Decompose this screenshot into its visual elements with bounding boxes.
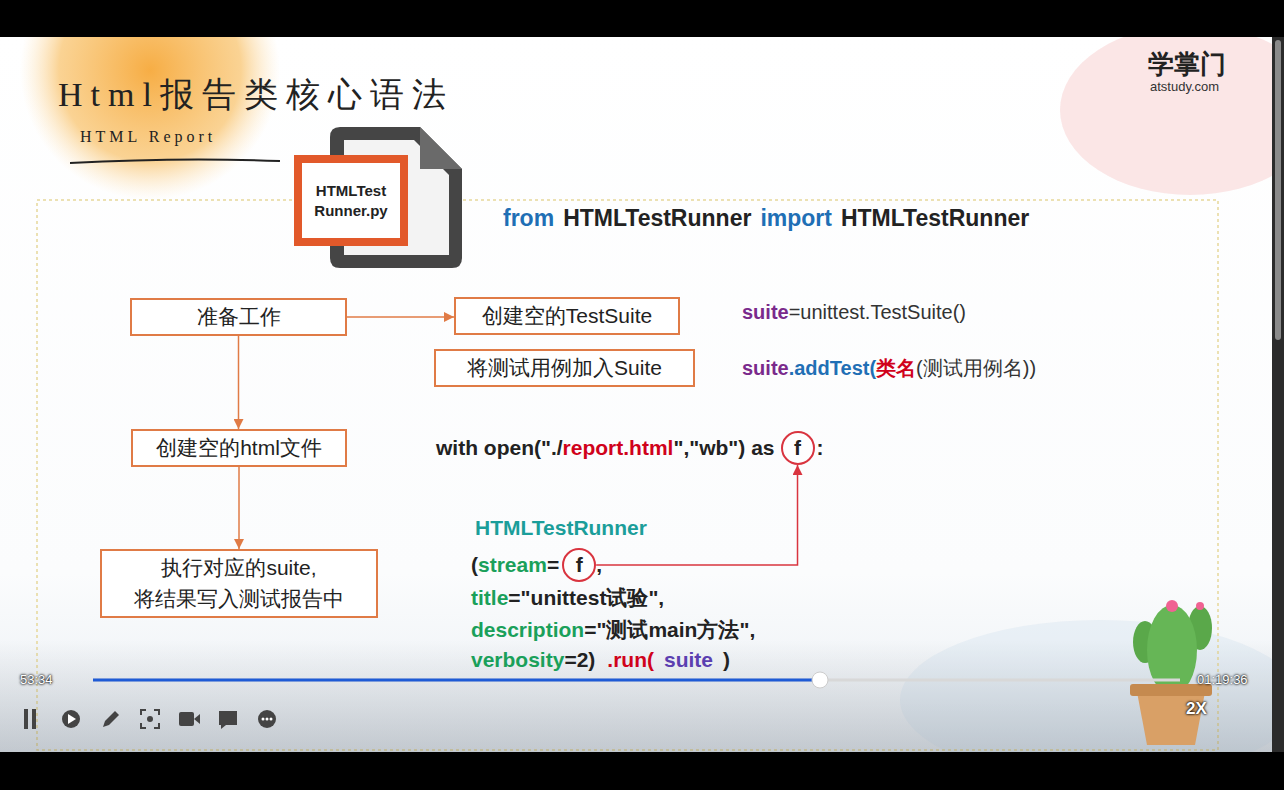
- code-token: =unittest.TestSuite(): [789, 301, 966, 324]
- process-box: 创建空的TestSuite: [454, 297, 680, 335]
- node-text: HTMLTest Runner.py: [306, 181, 396, 220]
- code-line: (stream= f,: [471, 548, 602, 582]
- logo-url: atstudy.com: [1150, 79, 1219, 94]
- code-token: (: [471, 553, 478, 577]
- code-token: (测试用例名)): [916, 355, 1036, 382]
- slide-subtitle: HTML Report: [80, 128, 216, 146]
- code-line: description="测试main方法",: [471, 616, 755, 644]
- process-box: 执行对应的suite, 将结果写入测试报告中: [100, 549, 378, 618]
- flow-arrow: [238, 336, 240, 429]
- player-icons: [24, 709, 276, 729]
- code-token: ="unittest试验",: [508, 584, 664, 612]
- title-underline: [70, 159, 280, 163]
- code-token: report.html: [563, 436, 674, 460]
- code-token: ="测试main方法",: [584, 616, 755, 644]
- code-token: from: [503, 205, 554, 232]
- code-token: with open("./: [436, 436, 563, 460]
- watercolor-pink: [1060, 25, 1284, 195]
- code-token: HTMLTestRunner: [563, 205, 751, 232]
- bottom-bar: [0, 752, 1284, 790]
- code-token: title: [471, 586, 508, 610]
- code-token: ): [723, 648, 730, 672]
- code-token: 类名: [876, 355, 916, 382]
- code-token: stream: [478, 553, 547, 577]
- speed-label: 2X: [1186, 699, 1207, 719]
- code-token: suite: [742, 357, 789, 380]
- code-line: title="unittest试验",: [471, 584, 664, 612]
- scrollbar-thumb: [1275, 40, 1281, 340]
- process-box: 准备工作: [130, 298, 347, 336]
- code-line: HTMLTestRunner: [475, 516, 647, 540]
- code-line: suite.addTest(类名(测试用例名)): [742, 355, 1036, 382]
- node-slot: f: [781, 431, 815, 465]
- node-text: 创建空的TestSuite: [482, 302, 652, 330]
- node-text: 执行对应的suite, 将结果写入测试报告中: [114, 553, 364, 614]
- flow-arrow: [596, 465, 797, 565]
- code-token: import: [760, 205, 832, 232]
- code-line: with open("./report.html","wb") as f:: [436, 431, 824, 465]
- flow-arrow: [347, 316, 454, 318]
- node-text: f: [576, 553, 583, 577]
- time-total: 01:19:36: [1197, 672, 1248, 687]
- progress-bar: [93, 672, 1180, 688]
- slide-title: Html报告类核心语法: [58, 72, 454, 118]
- code-line: verbosity=2) .run( suite): [471, 648, 730, 672]
- process-box: 创建空的html文件: [131, 429, 347, 467]
- node-text: 将测试用例加入Suite: [467, 354, 662, 382]
- code-token: =2): [564, 648, 595, 672]
- code-line: suite=unittest.TestSuite(): [742, 301, 966, 324]
- node-text: 创建空的html文件: [156, 434, 322, 462]
- process-box: 将测试用例加入Suite: [434, 349, 695, 387]
- file-badge: HTMLTest Runner.py: [294, 155, 408, 246]
- code-line: from HTMLTestRunner import HTMLTestRunner: [503, 205, 1029, 232]
- node-slot: f: [562, 548, 596, 582]
- code-token: :: [817, 436, 824, 460]
- scrollbar: [1272, 37, 1284, 752]
- node-text: 准备工作: [197, 303, 281, 331]
- code-token: verbosity: [471, 648, 564, 672]
- flow-arrow: [238, 467, 240, 549]
- code-token: .run(: [607, 648, 654, 672]
- player-shade: [0, 640, 1272, 752]
- code-token: HTMLTestRunner: [841, 205, 1029, 232]
- code-token: suite: [742, 301, 789, 324]
- code-token: HTMLTestRunner: [475, 516, 647, 540]
- variable-circle: f: [562, 548, 596, 582]
- code-token: ,: [596, 553, 602, 577]
- code-token: =: [547, 553, 559, 577]
- code-token: suite: [664, 648, 713, 672]
- time-elapsed: 53:34: [20, 672, 53, 687]
- node-text: f: [794, 436, 801, 460]
- top-bar: [0, 0, 1284, 37]
- code-token: .addTest(: [789, 357, 876, 380]
- code-token: ","wb") as: [673, 436, 774, 460]
- code-token: description: [471, 618, 584, 642]
- variable-circle: f: [781, 431, 815, 465]
- logo-text: 学掌门: [1148, 47, 1226, 82]
